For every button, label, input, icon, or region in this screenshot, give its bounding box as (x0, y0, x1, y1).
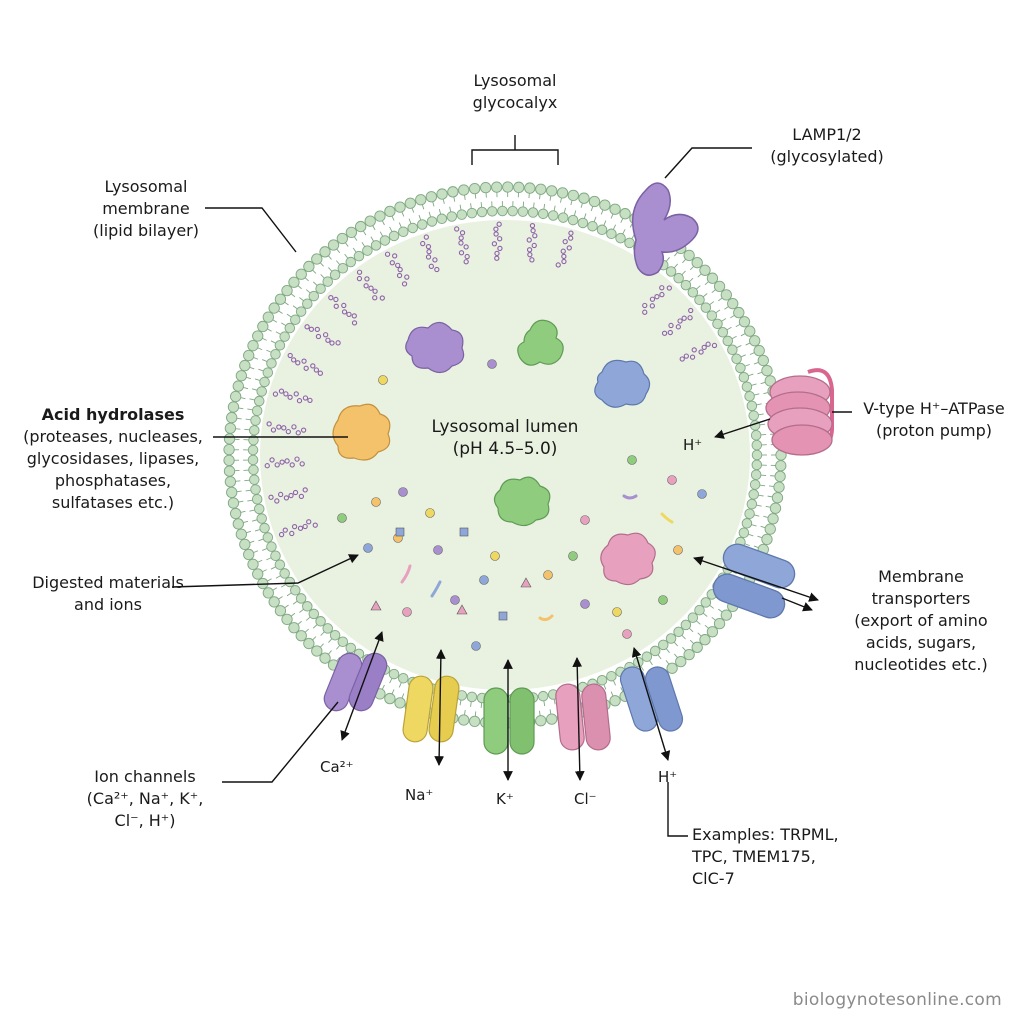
transporter-label: Membrane transporters (export of amino a… (854, 567, 988, 674)
glycocalyx-title: Lysosomal glycocalyx (472, 71, 558, 112)
enzyme-pink (600, 532, 656, 586)
glycocalyx-chains (264, 221, 718, 538)
lamp-label: LAMP1/2 (glycosylated) (770, 125, 884, 166)
ca-arrow (340, 631, 384, 741)
ion-channel-leader (222, 701, 339, 783)
enzyme-blue (594, 359, 651, 408)
h-pump-arrow (714, 418, 771, 439)
glycocalyx-bracket (471, 135, 559, 165)
ion-label-k: K⁺ (496, 790, 514, 808)
enzyme-green-center (493, 476, 551, 527)
transporter-arrow-2 (781, 597, 813, 612)
cl-arrow (572, 657, 585, 781)
examples-bracket (667, 782, 688, 837)
ion-label-h: H⁺ (658, 768, 678, 786)
hydrolase-label: Acid hydrolases (proteases, nucleases, g… (23, 405, 203, 512)
v-atpase-pump (765, 368, 834, 456)
enzyme-purple (405, 321, 465, 374)
membrane-label: Lysosomal membrane (lipid bilayer) (93, 177, 199, 240)
ion-channel-label: Ion channels (Ca²⁺, Na⁺, K⁺, Cl⁻, H⁺) (86, 767, 204, 830)
ion-label-ca: Ca²⁺ (320, 758, 354, 776)
h-pump-label: H⁺ (683, 436, 703, 454)
digested-materials (337, 359, 707, 651)
digested-label: Digested materials and ions (32, 573, 184, 614)
ion-label-na: Na⁺ (405, 786, 434, 804)
watermark: biologynotesonline.com (792, 990, 1002, 1010)
transporter-arrow-1 (693, 556, 819, 602)
acid-hydrolase-enzymes (332, 319, 656, 586)
enzyme-green-top (517, 319, 564, 366)
atpase-label: V-type H⁺–ATPase (proton pump) (863, 399, 1005, 440)
na-arrow (434, 649, 446, 766)
examples-label: Examples: TRPML, TPC, TMEM175, ClC-7 (692, 825, 839, 888)
channel-k (483, 687, 535, 755)
membrane-leader (205, 207, 297, 253)
ion-label-cl: Cl⁻ (574, 790, 597, 808)
lamp-leader (664, 147, 752, 179)
digested-arrow (171, 554, 359, 588)
enzyme-orange (332, 403, 391, 461)
channel-h (619, 666, 684, 732)
h-channel-arrow (631, 647, 671, 761)
leader-lines (171, 135, 852, 837)
lamp-protein (631, 182, 699, 276)
lumen-label: Lysosomal lumen (pH 4.5–5.0) (431, 417, 579, 459)
